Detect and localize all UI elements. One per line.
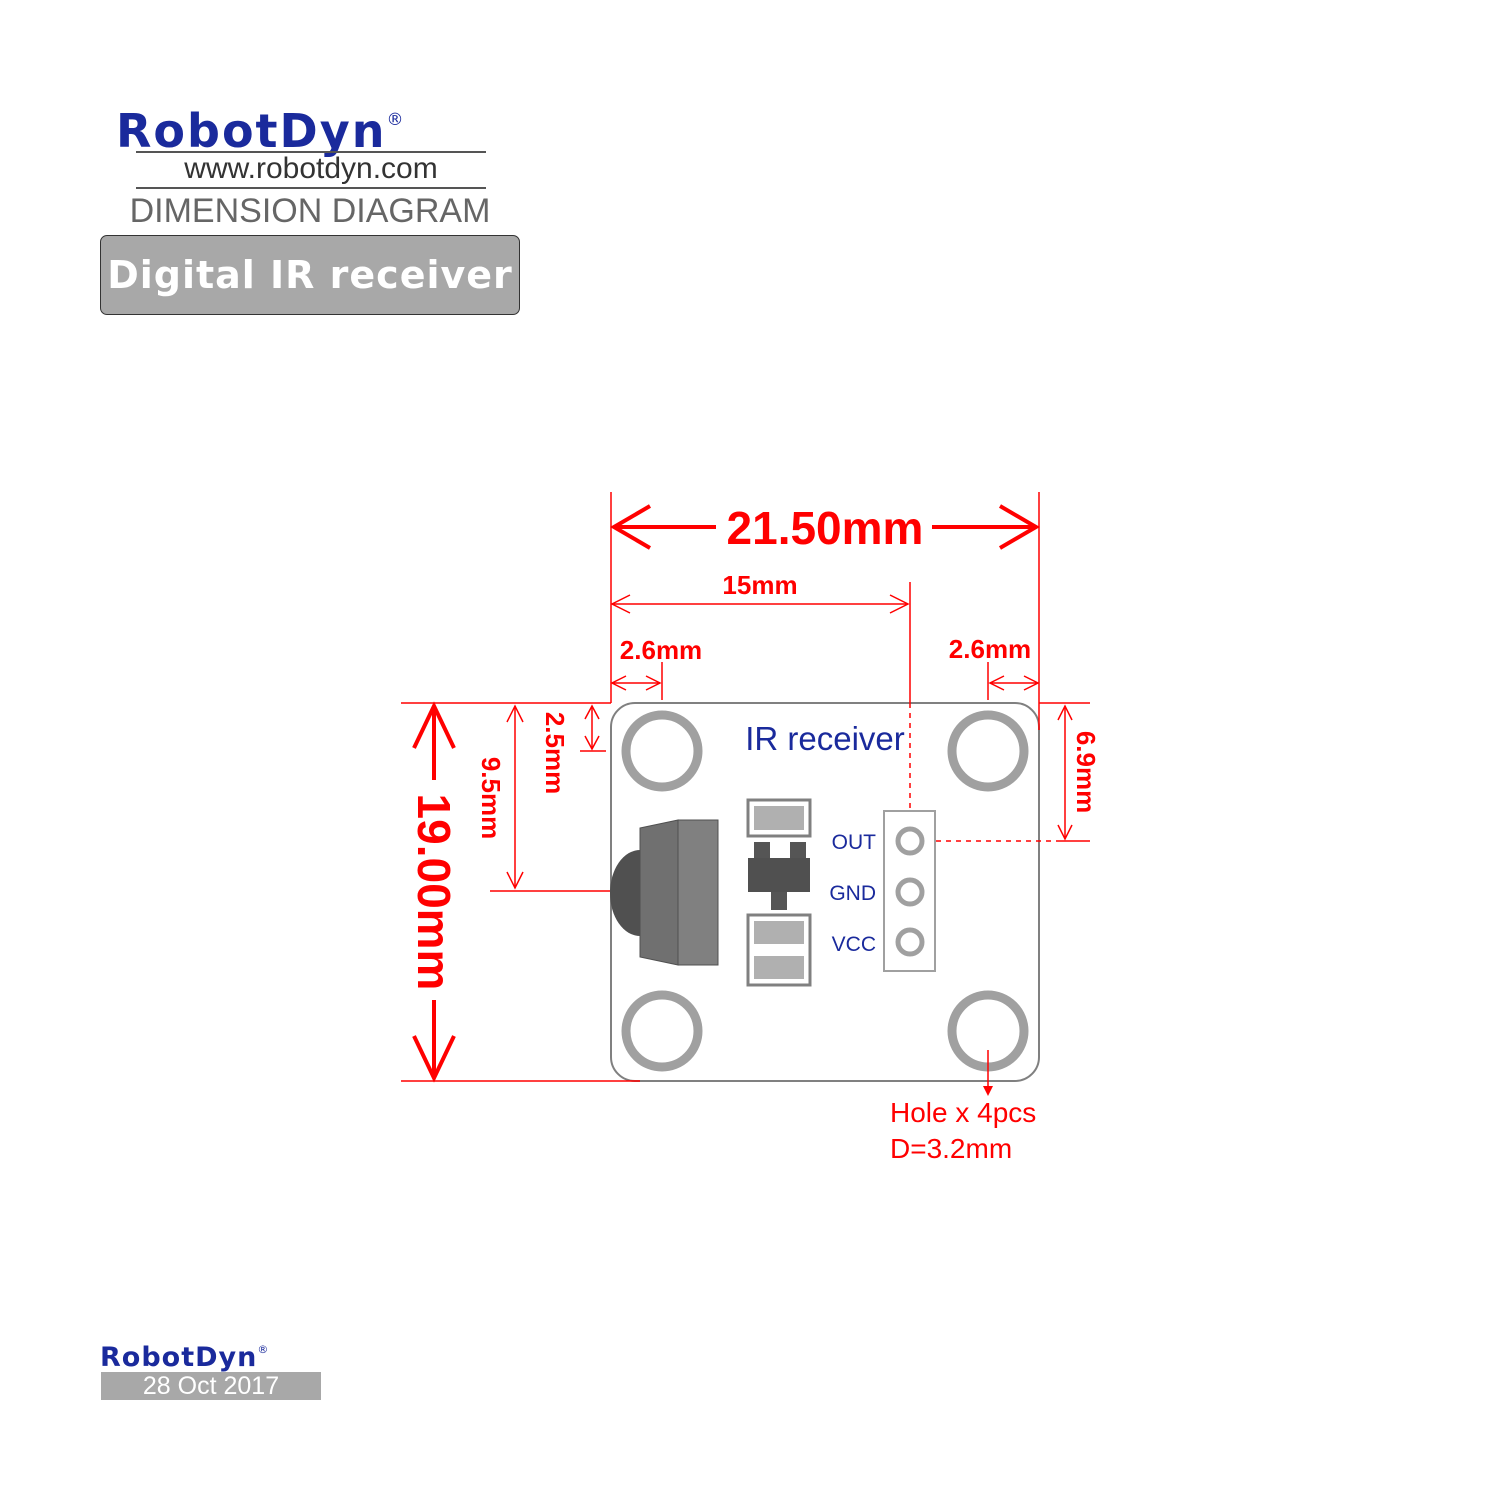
hole-offset-top-dimension — [584, 704, 600, 751]
pin-gnd — [895, 877, 925, 907]
sensor-offset-dimension — [506, 704, 524, 890]
ir-sensor-body — [639, 819, 679, 966]
transistor-pad-left — [754, 842, 770, 858]
pin-vcc — [895, 927, 925, 957]
registered-mark: ® — [386, 110, 404, 130]
hole-offset-top-label: 2.5mm — [540, 712, 570, 794]
robotdyn-logo: RobotDyn® — [116, 95, 403, 156]
pin-label-vcc: VCC — [832, 933, 876, 956]
dashed-leader-lines — [909, 703, 1060, 842]
silkscreen-title: IR receiver — [745, 720, 905, 757]
ir-sensor-face — [677, 819, 719, 966]
transistor-pad-right — [790, 842, 806, 858]
pin-header-outline — [883, 810, 936, 972]
transistor-body — [748, 858, 810, 892]
website-url: www.robotdyn.com — [136, 151, 486, 189]
hole-note-diameter: D=3.2mm — [890, 1133, 1012, 1164]
pin-label-gnd: GND — [829, 882, 876, 905]
hole-note-arrowhead — [983, 1086, 993, 1096]
mounting-hole-top-left — [621, 710, 703, 792]
footer: RobotDyn® 28 Oct 2017 — [100, 1334, 340, 1404]
height-dimension — [412, 701, 456, 1083]
footer-logo-text: RobotDyn — [100, 1342, 258, 1373]
pin-out — [895, 826, 925, 856]
hole-offset-right-dimension — [988, 675, 1040, 691]
pin-offset-top-dimension — [1057, 704, 1073, 841]
pin-label-out: OUT — [832, 831, 877, 854]
sensor-offset-label: 9.5mm — [476, 757, 506, 839]
footer-registered-mark: ® — [257, 1343, 269, 1356]
logo-text: RobotDyn — [116, 104, 387, 158]
mounting-hole-top-right — [947, 710, 1029, 792]
product-name-badge: Digital IR receiver — [100, 235, 520, 315]
header: RobotDyn® www.robotdyn.com DIMENSION DIA… — [100, 95, 520, 317]
document-date: 28 Oct 2017 — [101, 1372, 321, 1400]
mounting-hole-bottom-left — [621, 990, 703, 1072]
hole-offset-left-label: 2.6mm — [620, 635, 702, 665]
height-label: 19.00mm — [408, 794, 460, 991]
hole-note-count: Hole x 4pcs — [890, 1097, 1036, 1128]
pin-offset-dimension — [610, 594, 910, 614]
pin-offset-top-label: 6.9mm — [1071, 731, 1101, 813]
ir-sensor — [610, 819, 719, 966]
hole-offset-right-label: 2.6mm — [949, 634, 1031, 664]
pin-header — [883, 810, 936, 972]
document-type: DIMENSION DIAGRAM — [129, 192, 491, 230]
smd-components — [746, 798, 812, 987]
width-dimension — [610, 504, 1040, 550]
width-label: 21.50mm — [727, 502, 924, 554]
transistor-pad-bottom — [771, 892, 787, 910]
ir-sensor-lens — [610, 850, 640, 936]
footer-robotdyn-logo: RobotDyn® — [100, 1334, 268, 1374]
pin-offset-label: 15mm — [722, 570, 797, 600]
hole-offset-left-dimension — [610, 675, 662, 691]
